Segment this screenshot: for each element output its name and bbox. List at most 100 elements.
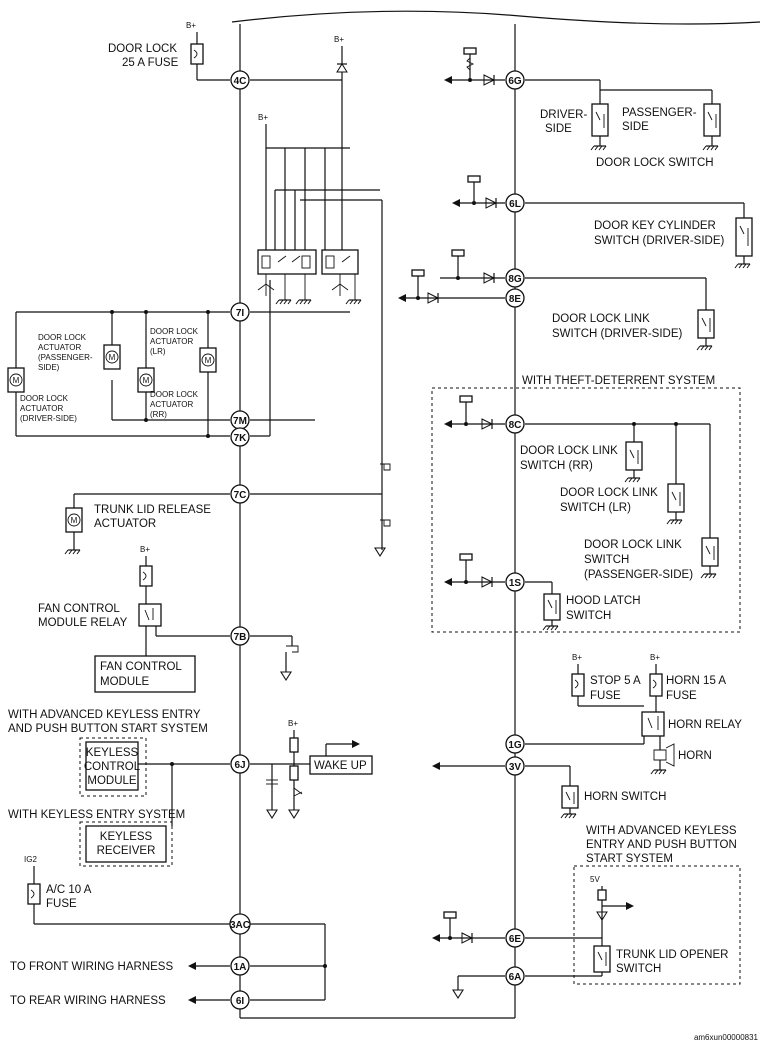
label-labels-motor: M — [143, 376, 150, 385]
label-terminals-t4C: 4C — [234, 76, 247, 87]
module-body — [231, 10, 761, 1019]
door-lock-switch-passenger: PASSENGER-SIDE — [622, 103, 721, 151]
label-labels-act_rr-2: (RR) — [150, 410, 167, 419]
label-labels-act_passenger-1: ACTUATOR — [38, 343, 81, 352]
label-labels-motor: M — [13, 376, 20, 385]
adv-keyless2-boundary — [573, 865, 741, 985]
label-terminals-t6G: 6G — [508, 76, 522, 87]
terminal-8g: 8G — [505, 268, 525, 288]
label-supply-bplus: B+ — [258, 113, 268, 122]
label-terminals-t3V: 3V — [509, 762, 522, 773]
label-labels-act_lr-1: ACTUATOR — [150, 337, 193, 346]
label-labels-passenger_side-0: PASSENGER- — [622, 107, 697, 119]
label-labels-act_passenger-2: (PASSENGER- — [38, 353, 93, 362]
label-labels-key_cyl-1: SWITCH (DRIVER-SIDE) — [594, 235, 725, 247]
label-labels-link_rr-0: DOOR LOCK LINK — [520, 445, 618, 457]
terminal-7k: 7K — [230, 427, 250, 447]
label-terminals-t1S: 1S — [509, 578, 522, 589]
label-terminals-t3AC: 3AC — [230, 920, 250, 931]
label-labels-ac_fuse-1: FUSE — [46, 898, 77, 910]
input-6a — [452, 975, 505, 999]
label-labels-driver_side-0: DRIVER- — [540, 109, 587, 121]
label-labels-act_driver-2: (DRIVER-SIDE) — [20, 414, 77, 423]
adv-keyless-boundary — [79, 737, 147, 797]
label-terminals-t7I: 7I — [236, 308, 245, 319]
link-switch-driver: DOOR LOCK LINK SWITCH (DRIVER-SIDE) — [552, 309, 715, 351]
label-labels-link_pass-2: (PASSENGER-SIDE) — [584, 569, 693, 581]
label-labels-door_lock_fuse-0: DOOR LOCK — [108, 43, 177, 55]
label-labels-link_pass-1: SWITCH — [584, 554, 629, 566]
label-labels-horn_fuse-1: FUSE — [666, 690, 697, 702]
label-labels-fan_relay-0: FAN CONTROL — [38, 603, 120, 615]
ac-loop — [250, 923, 327, 1001]
label-labels-motor: M — [71, 516, 78, 525]
label-labels-door_lock_fuse-1: 25 A FUSE — [122, 57, 179, 69]
label-labels-wake_up: WAKE UP — [314, 760, 367, 772]
with-keyless-label: WITH KEYLESS ENTRY SYSTEM — [8, 809, 185, 821]
terminal-7b: 7B — [230, 626, 250, 646]
label-labels-stop_fuse-0: STOP 5 A — [590, 675, 641, 687]
input-8c — [444, 395, 711, 538]
link-switch-rr: DOOR LOCK LINK SWITCH (RR) — [520, 441, 643, 483]
label-labels-hood-1: SWITCH — [566, 610, 611, 622]
horn-relay: HORN RELAY HORN — [525, 711, 742, 775]
label-terminals-t6E: 6E — [509, 934, 522, 945]
label-labels-horn: HORN — [678, 750, 712, 762]
input-8e — [398, 269, 505, 304]
label-labels-link_driver-1: SWITCH (DRIVER-SIDE) — [552, 328, 683, 340]
input-6g — [444, 47, 713, 104]
motor-lr: M — [137, 367, 155, 393]
label-labels-link_rr-1: SWITCH (RR) — [520, 460, 593, 472]
terminal-3ac: 3AC — [229, 913, 251, 935]
wake-up-box: WAKE UP — [309, 755, 373, 775]
terminal-1g: 1G — [505, 734, 525, 754]
label-terminals-t7M: 7M — [233, 416, 247, 427]
input-8g — [440, 249, 707, 310]
label-labels-act_driver-0: DOOR LOCK — [20, 394, 69, 403]
label-supply-ig2: IG2 — [24, 855, 37, 864]
label-labels-motor: M — [109, 353, 116, 362]
label-labels-to_front: TO FRONT WIRING HARNESS — [10, 961, 173, 973]
label-supply-bplus: B+ — [334, 35, 344, 44]
label-labels-fan_module-1: MODULE — [100, 676, 150, 688]
label-labels-motor: M — [205, 356, 212, 365]
terminal-6l: 6L — [505, 193, 525, 213]
label-labels-act_rr-0: DOOR LOCK — [150, 390, 199, 399]
door-lock-fuse-label: DOOR LOCK 25 A FUSE — [108, 43, 179, 69]
input-6e — [432, 911, 505, 944]
label-labels-trunk_opener-0: TRUNK LID OPENER — [616, 949, 728, 961]
label-labels-link_lr-0: DOOR LOCK LINK — [560, 487, 658, 499]
label-terminals-t8G: 8G — [508, 274, 522, 285]
input-6l — [452, 175, 745, 218]
label-labels-act_passenger-0: DOOR LOCK — [38, 333, 87, 342]
keyless-wiring: B+ — [138, 719, 360, 826]
label-labels-horn_switch: HORN SWITCH — [584, 791, 666, 803]
label-supply-bplus: B+ — [572, 653, 582, 662]
terminal-8e: 8E — [505, 288, 525, 308]
label-labels-act_lr-0: DOOR LOCK — [150, 327, 199, 336]
label-labels-link_driver-0: DOOR LOCK LINK — [552, 313, 650, 325]
label-supply-bplus: B+ — [288, 719, 298, 728]
